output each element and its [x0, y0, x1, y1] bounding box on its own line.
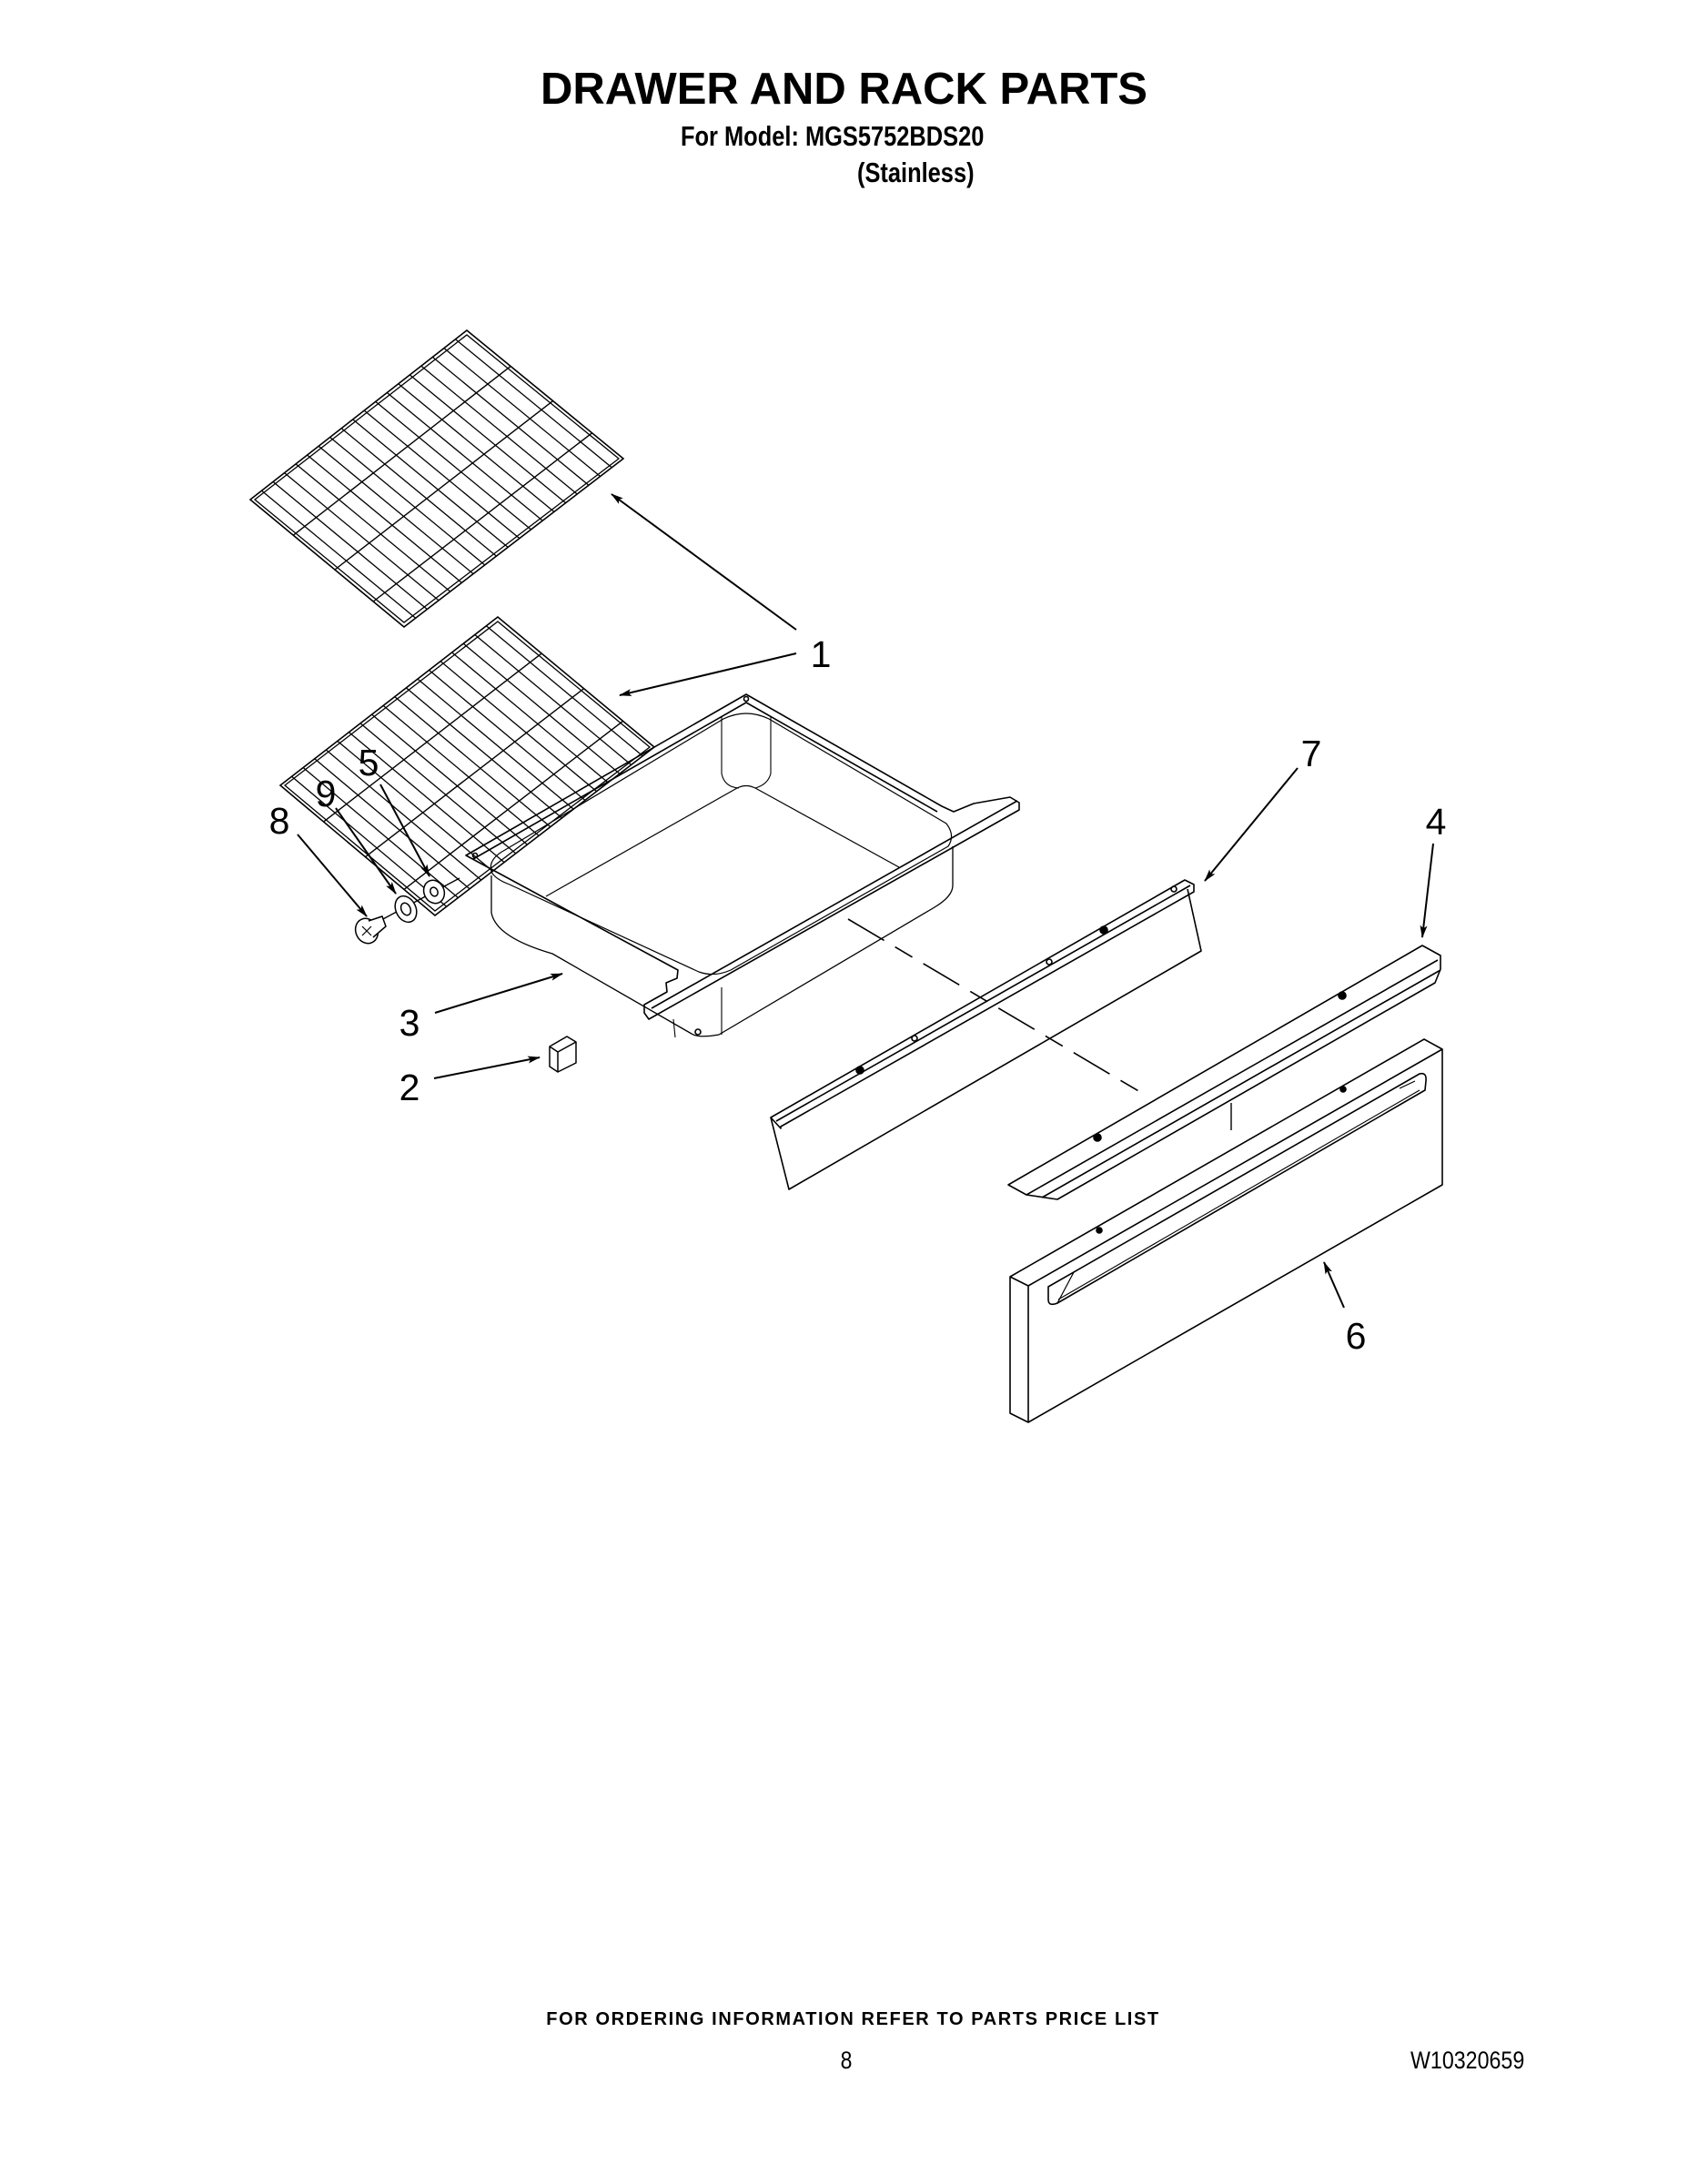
page-title: DRAWER AND RACK PARTS	[541, 65, 1147, 114]
callout-2: 2	[399, 1067, 420, 1108]
callout-7: 7	[1300, 733, 1322, 774]
ordering-info-note: FOR ORDERING INFORMATION REFER TO PARTS …	[546, 2009, 1160, 2029]
callout-4: 4	[1425, 801, 1447, 843]
callout-1: 1	[810, 633, 832, 675]
document-number: W10320659	[1410, 2047, 1525, 2074]
callout-leaders	[297, 493, 1434, 1309]
assembly-centerline	[847, 918, 1146, 1096]
model-number: For Model: MGS5752BDS20	[681, 120, 985, 152]
callout-3: 3	[399, 1002, 420, 1044]
callout-9: 9	[315, 773, 337, 814]
callout-6: 6	[1345, 1315, 1367, 1357]
drawer-front-panel	[1009, 1038, 1443, 1423]
drawer-trim	[1007, 945, 1441, 1200]
callout-5: 5	[358, 742, 379, 784]
callout-8: 8	[268, 800, 290, 842]
drawer-hardware	[354, 877, 460, 945]
bumper-block	[549, 1036, 577, 1073]
drawer-front-bracket	[770, 879, 1202, 1190]
oven-rack-upper	[248, 329, 625, 629]
page-number: 8	[840, 2047, 853, 2074]
drawer-pan	[465, 693, 1020, 1038]
oven-rack-lower	[278, 615, 656, 917]
model-finish: (Stainless)	[857, 157, 975, 188]
